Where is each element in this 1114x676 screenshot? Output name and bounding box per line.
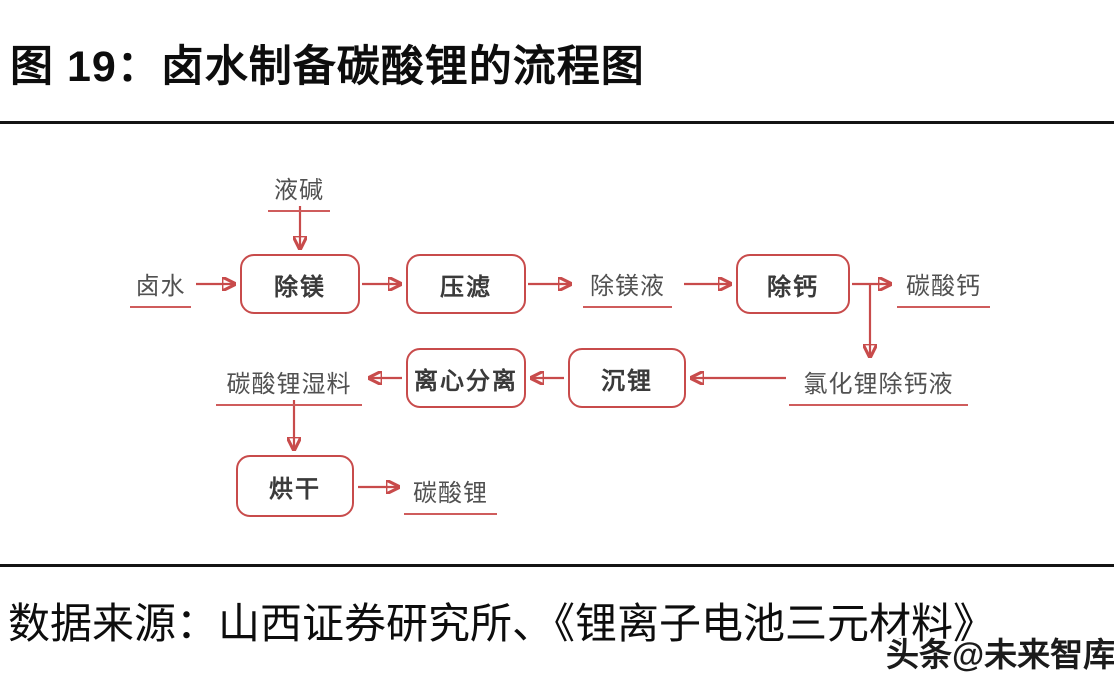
- data-source-caption: 数据来源：山西证券研究所、《锂离子电池三元材料》: [8, 600, 996, 647]
- figure-title: 图 19：卤水制备碳酸锂的流程图: [10, 43, 645, 91]
- process-box-centrifugal-separation: 离心分离: [406, 348, 526, 408]
- top-divider-rule: [0, 121, 1114, 124]
- watermark: 头条@未来智库: [886, 636, 1114, 673]
- io-label-lithium-carbonate: 碳酸锂: [404, 473, 497, 515]
- process-box-remove-calcium: 除钙: [736, 254, 850, 314]
- io-label-licl-decalcium-liquid: 氯化锂除钙液: [789, 364, 968, 406]
- process-box-remove-magnesium: 除镁: [240, 254, 360, 314]
- process-box-drying: 烘干: [236, 455, 354, 517]
- io-label-wet-lithium-carbonate: 碳酸锂湿料: [216, 364, 362, 406]
- io-label-calcium-carbonate: 碳酸钙: [897, 266, 990, 308]
- io-label-liquid-alkali: 液碱: [268, 170, 330, 212]
- process-box-precipitate-lithium: 沉锂: [568, 348, 686, 408]
- process-box-pressure-filter: 压滤: [406, 254, 526, 314]
- io-label-brine: 卤水: [130, 266, 191, 308]
- bottom-divider-rule: [0, 564, 1114, 567]
- io-label-demagnesium-liquid: 除镁液: [583, 266, 672, 308]
